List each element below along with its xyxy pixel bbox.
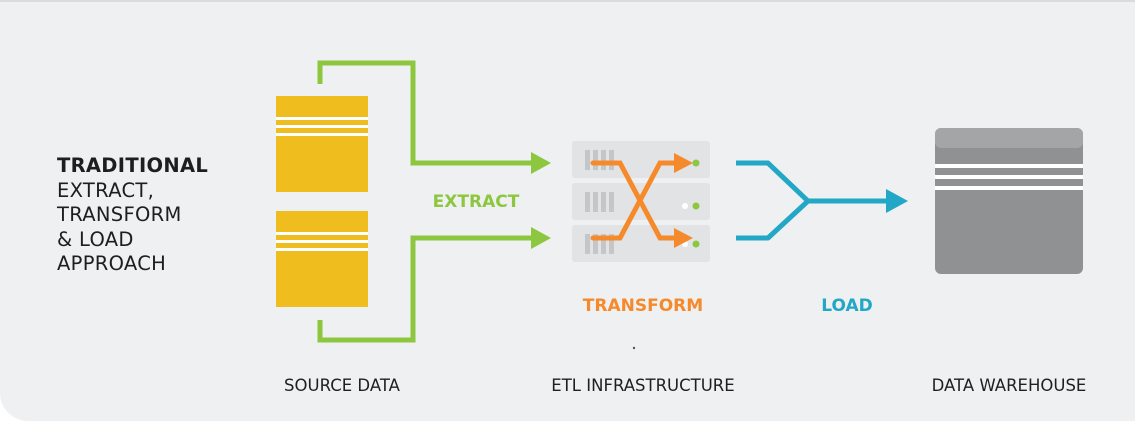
title-strong: TRADITIONAL bbox=[57, 154, 209, 177]
title-line: APPROACH bbox=[57, 252, 167, 275]
load-arrowhead-icon bbox=[886, 189, 908, 213]
diagram-title: TRADITIONAL EXTRACT, TRANSFORM & LOAD AP… bbox=[57, 154, 208, 277]
source-data-label: SOURCE DATA bbox=[284, 376, 400, 395]
stray-dot bbox=[632, 346, 636, 350]
transform-label: TRANSFORM bbox=[582, 296, 704, 316]
extract-label: EXTRACT bbox=[432, 192, 520, 212]
extract-arrowhead-icon bbox=[531, 152, 551, 174]
transform-arrowhead-icon bbox=[674, 153, 693, 173]
extract-arrows bbox=[317, 60, 532, 343]
source-database-icon bbox=[276, 96, 368, 307]
data-warehouse-label: DATA WAREHOUSE bbox=[931, 376, 1087, 395]
title-line: & LOAD bbox=[57, 227, 134, 251]
data-warehouse-icon bbox=[935, 128, 1083, 274]
load-arrow bbox=[736, 160, 888, 241]
title-line: EXTRACT, bbox=[57, 178, 155, 202]
top-divider bbox=[0, 0, 1135, 2]
transform-arrows bbox=[590, 160, 679, 241]
database-icon bbox=[276, 96, 368, 192]
database-icon bbox=[276, 211, 368, 307]
load-label: LOAD bbox=[821, 296, 873, 316]
extract-arrowhead-icon bbox=[531, 227, 551, 249]
etl-infrastructure-label: ETL INFRASTRUCTURE bbox=[551, 376, 735, 395]
transform-arrowhead-icon bbox=[674, 228, 693, 248]
title-line: TRANSFORM bbox=[57, 203, 182, 226]
